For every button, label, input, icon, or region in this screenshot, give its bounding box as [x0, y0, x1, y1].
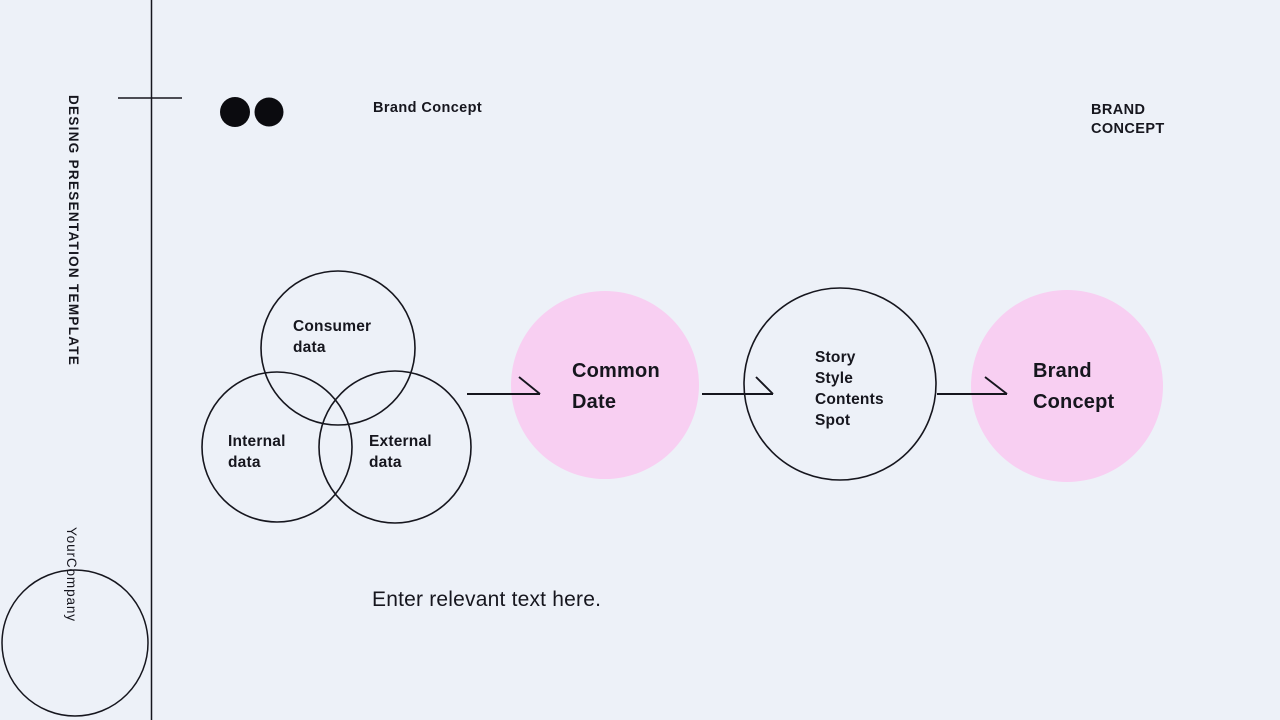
- common-date-label: Common Date: [572, 360, 660, 413]
- venn-internal-circle: [201, 371, 353, 523]
- logo-dot-right-icon: [254, 97, 284, 127]
- flow-arrow-1-icon: [467, 376, 541, 395]
- story-style-contents-spot-label: Story Style Contents Spot: [815, 349, 884, 429]
- company-name-vertical-label: YourCompany: [64, 527, 79, 622]
- brand-concept-circle: [971, 290, 1163, 482]
- flow-arrow-2-icon: [702, 376, 774, 395]
- corner-title: BRAND CONCEPT: [1091, 102, 1165, 137]
- venn-external-circle: [318, 370, 472, 524]
- brand-concept-label: Brand Concept: [1033, 360, 1115, 413]
- story-circle: [743, 287, 937, 481]
- corner-decorative-circle: [1, 569, 149, 717]
- venn-external-label: External data: [369, 433, 432, 471]
- slide-title: Brand Concept: [373, 100, 483, 116]
- flow-arrow-3-icon: [937, 376, 1008, 395]
- placeholder-text: Enter relevant text here.: [372, 588, 602, 611]
- venn-consumer-circle: [260, 270, 416, 426]
- logo-dot-left-icon: [220, 97, 250, 127]
- venn-internal-label: Internal data: [228, 433, 286, 471]
- template-name-vertical-label: DESING PRESENTATION TEMPLATE: [66, 95, 81, 367]
- common-date-circle: [511, 291, 699, 479]
- venn-consumer-label: Consumer data: [293, 318, 372, 356]
